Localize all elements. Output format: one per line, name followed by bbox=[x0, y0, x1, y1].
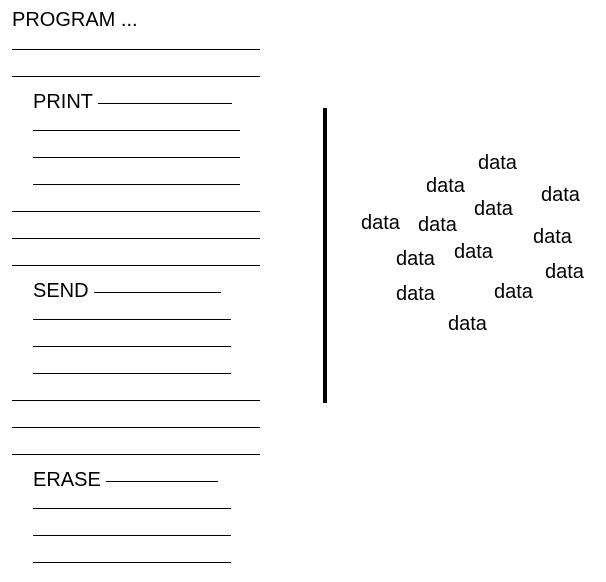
code-line bbox=[12, 441, 260, 465]
code-line bbox=[33, 117, 240, 141]
code-line bbox=[12, 252, 260, 276]
code-line bbox=[12, 387, 260, 411]
code-line bbox=[33, 495, 231, 519]
code-line bbox=[33, 171, 240, 195]
send-block-header: SEND bbox=[33, 279, 222, 303]
data-label: data bbox=[396, 248, 435, 270]
data-label: data bbox=[426, 175, 465, 197]
code-line bbox=[33, 549, 231, 573]
data-label: data bbox=[396, 283, 435, 305]
code-line bbox=[12, 198, 260, 222]
program-header: PROGRAM ... bbox=[12, 9, 138, 31]
data-label: data bbox=[361, 212, 400, 234]
data-label: data bbox=[494, 281, 533, 303]
code-line bbox=[12, 36, 260, 60]
code-line bbox=[33, 522, 231, 546]
code-line bbox=[12, 63, 260, 87]
send-keyword: SEND bbox=[33, 280, 89, 302]
data-label: data bbox=[454, 241, 493, 263]
print-keyword: PRINT bbox=[33, 91, 93, 113]
data-label: data bbox=[418, 214, 457, 236]
divider-line bbox=[323, 108, 327, 403]
data-label: data bbox=[533, 226, 572, 248]
code-line bbox=[12, 414, 260, 438]
code-line bbox=[12, 225, 260, 249]
data-label: data bbox=[541, 184, 580, 206]
data-label: data bbox=[545, 261, 584, 283]
code-line bbox=[33, 306, 231, 330]
code-line bbox=[33, 144, 240, 168]
data-label: data bbox=[478, 152, 517, 174]
erase-block-header: ERASE bbox=[33, 468, 219, 492]
erase-keyword: ERASE bbox=[33, 469, 101, 491]
data-label: data bbox=[448, 313, 487, 335]
code-line bbox=[33, 360, 231, 384]
print-block-header: PRINT bbox=[33, 90, 233, 114]
data-label: data bbox=[474, 198, 513, 220]
code-line bbox=[33, 333, 231, 357]
